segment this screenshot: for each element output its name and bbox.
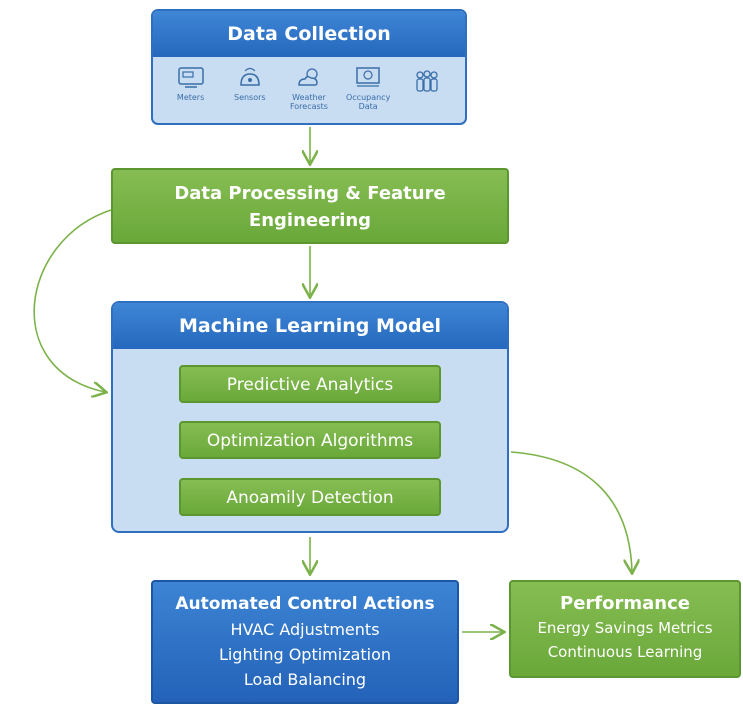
source-sensors: Sensors [221, 65, 279, 102]
control-action-item: HVAC Adjustments [230, 620, 380, 639]
optimization-algorithms-box: Optimization Algorithms [179, 421, 441, 459]
source-people [398, 65, 456, 97]
performance-item: Continuous Learning [547, 643, 703, 661]
control-action-item: Lighting Optimization [218, 645, 392, 664]
performance-title: Performance [560, 593, 690, 614]
source-label: Meters [176, 93, 205, 102]
data-processing-line2: Engineering [248, 210, 372, 231]
performance-item: Energy Savings Metrics [537, 619, 713, 637]
data-sources: Meters Sensors Weather Forecasts Occup [153, 57, 465, 111]
source-weather: Weather Forecasts [280, 65, 338, 111]
source-meters: Meters [162, 65, 220, 102]
source-label: Sensors [233, 93, 266, 102]
meter-icon [177, 67, 204, 88]
people-icon [416, 70, 438, 92]
ml-model-box: Machine Learning Model Predictive Analyt… [111, 301, 509, 533]
source-label: Occupancy Data [345, 93, 391, 111]
control-actions-title: Automated Control Actions [175, 594, 435, 614]
source-label: Weather Forecasts [289, 93, 328, 111]
data-collection-box: Data Collection Meters Sensors Weather F [151, 9, 467, 125]
performance-box: Performance Energy Savings Metrics Conti… [509, 580, 741, 678]
control-actions-box: Automated Control Actions HVAC Adjustmen… [151, 580, 459, 704]
sensor-icon [240, 67, 260, 86]
data-collection-title: Data Collection [153, 11, 465, 57]
occupancy-icon [356, 67, 380, 87]
arrow-model-to-performance [510, 451, 632, 572]
arrow-processing-loop-to-model [33, 209, 112, 392]
ml-model-title: Machine Learning Model [113, 303, 507, 349]
data-processing-box: Data Processing & Feature Engineering [111, 168, 509, 244]
data-processing-line1: Data Processing & Feature [174, 183, 446, 204]
control-action-item: Load Balancing [243, 670, 367, 689]
anomaly-detection-box: Anoamily Detection [179, 478, 441, 516]
weather-icon [298, 68, 318, 86]
source-occupancy: Occupancy Data [339, 65, 397, 111]
predictive-analytics-box: Predictive Analytics [179, 365, 441, 403]
